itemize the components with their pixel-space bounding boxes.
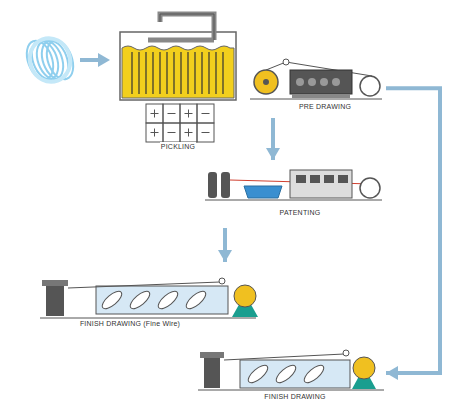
station-label: FINISH DRAWING xyxy=(263,392,326,401)
process-station: FINISH DRAWING xyxy=(192,338,386,408)
station-label: FINISH DRAWING (Fine Wire) xyxy=(79,319,181,328)
pre-drawing-machine xyxy=(250,59,382,99)
station-label: PATENTING xyxy=(279,208,322,217)
patenting-line xyxy=(205,170,382,200)
process-station: PICKLING xyxy=(112,22,244,158)
pickling-tank xyxy=(120,14,236,100)
process-station: PATENTING xyxy=(200,160,386,228)
station-label: PRE DRAWING xyxy=(298,102,352,111)
wire-coil xyxy=(22,32,78,87)
process-station: FINISH DRAWING (Fine Wire) xyxy=(34,262,258,334)
station-label: PICKLING xyxy=(160,142,196,151)
flow-arrow xyxy=(223,228,227,262)
feed-arrow xyxy=(80,53,110,67)
flow-arrow xyxy=(271,118,275,160)
flow-arrow xyxy=(386,88,440,373)
electrode-grid xyxy=(146,104,214,142)
fine-wire-drawing-machine xyxy=(40,278,258,318)
process-station: PRE DRAWING xyxy=(248,52,386,118)
finish-drawing-machine xyxy=(198,350,384,390)
